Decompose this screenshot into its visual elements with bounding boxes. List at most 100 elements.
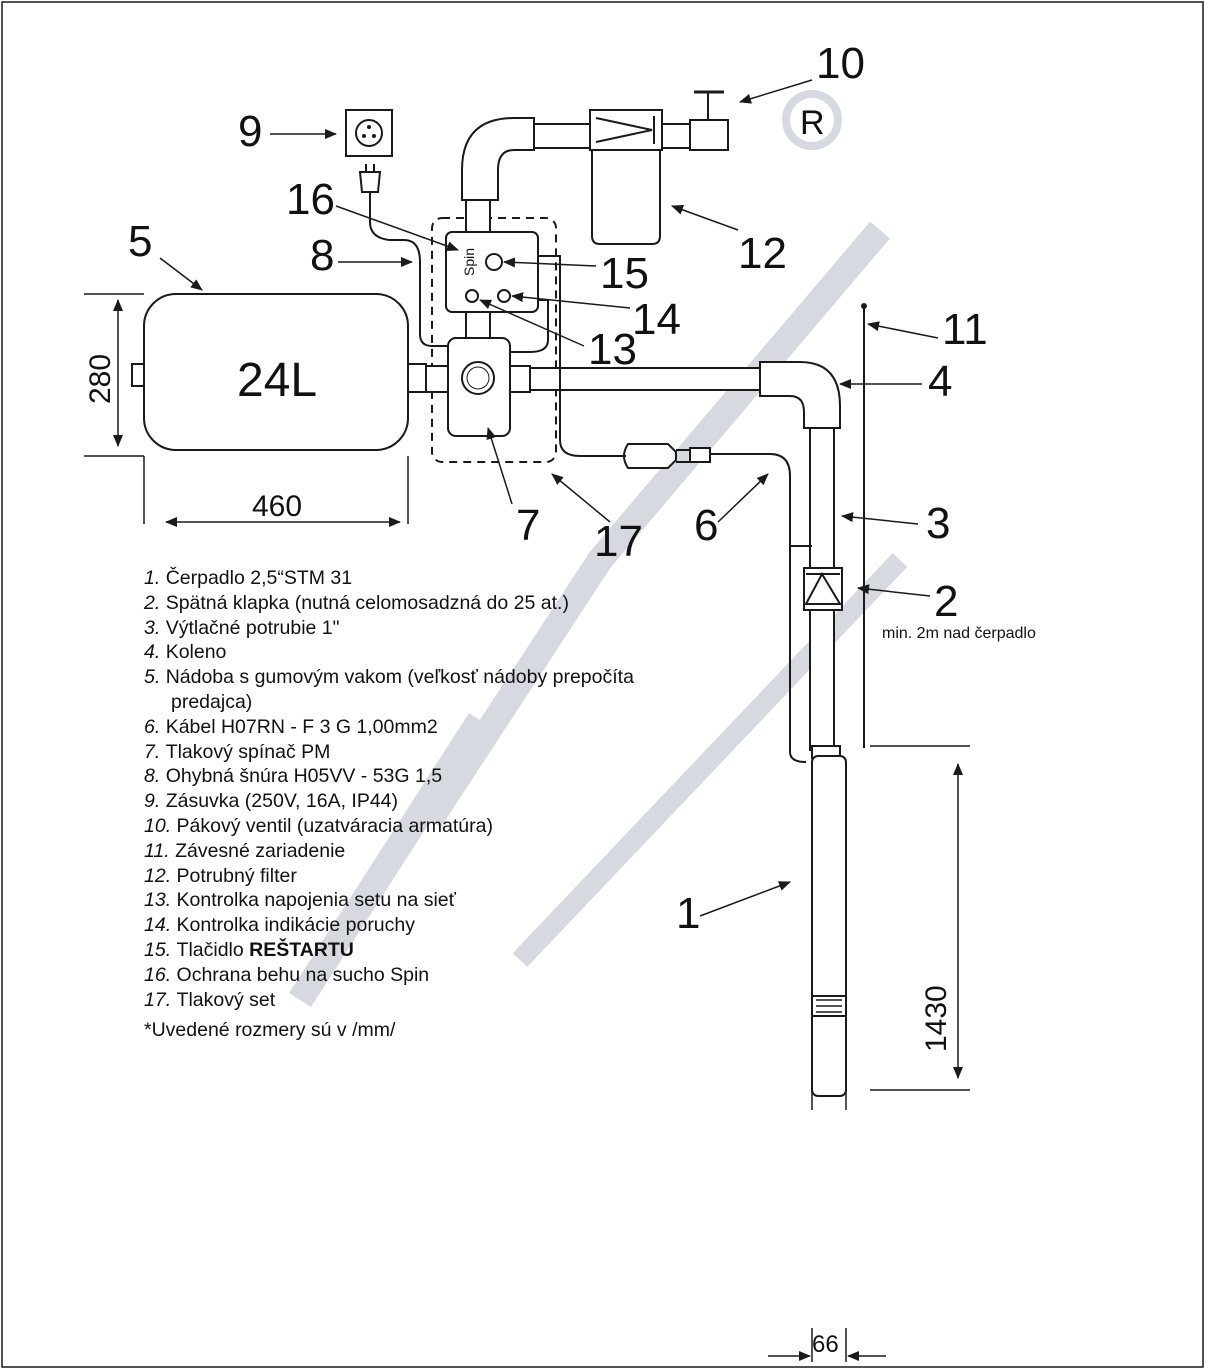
flexible-cord: [369, 192, 448, 347]
check-valve-note: min. 2m nad čerpadlo: [882, 625, 1036, 642]
restart-button-icon: [485, 253, 503, 271]
legend-item: 3. Výtlačné potrubie 1": [144, 616, 744, 641]
pump-plug: [623, 443, 711, 469]
watermark-logo: R: [289, 90, 908, 1008]
legend-item-text: Zásuvka (250V, 16A, IP44): [165, 790, 399, 813]
callout-15: 15: [600, 249, 649, 298]
legend-item-number: 6.: [144, 715, 166, 738]
callout-2: 2: [934, 577, 958, 626]
legend-item: 6. Kábel H07RN - F 3 G 1,00mm2: [144, 715, 744, 740]
legend-item-text: Pákový ventil (uzatváracia armatúra): [176, 814, 493, 837]
legend-item-number: 11.: [144, 839, 176, 862]
pump-length-value: 1430: [920, 985, 953, 1052]
legend-item: 8. Ohybná šnúra H05VV - 53G 1,5: [144, 764, 744, 789]
mains-plug: [358, 164, 382, 193]
legend-item-text: Čerpadlo 2,5“STM 31: [165, 567, 353, 589]
legend-item: 14. Kontrolka indikácie poruchy: [144, 913, 744, 938]
legend-item-number: 16.: [144, 963, 177, 986]
socket: [345, 109, 393, 157]
legend-item-number: 10.: [144, 814, 177, 837]
discharge-pipe-horizontal: [529, 361, 841, 429]
spin-cable: [538, 255, 626, 457]
legend-item-number: 15.: [144, 938, 177, 961]
legend-item: 12. Potrubný filter: [144, 864, 744, 889]
hanging-device: [861, 303, 867, 748]
legend-item-number: 1.: [144, 567, 166, 589]
legend-item-number: 14.: [144, 914, 177, 937]
legend-item-number: 12.: [144, 864, 177, 887]
callout-6: 6: [694, 501, 718, 550]
legend-item-number: 8.: [144, 765, 166, 788]
legend-item-number: 17.: [144, 988, 177, 1011]
legend-item: 1. Čerpadlo 2,5“STM 31: [144, 566, 744, 591]
legend-item-text: Kontrolka napojenia setu na sieť: [176, 889, 456, 912]
callout-12: 12: [738, 229, 787, 278]
dimension-pump-length: [870, 745, 970, 1091]
legend-item-number: 13.: [144, 889, 177, 912]
legend-item-number: 5.: [144, 666, 166, 689]
legend-item: 11. Závesné zariadenie: [144, 839, 744, 864]
dimension-tank-width: [143, 456, 409, 527]
callout-16: 16: [286, 175, 335, 224]
legend-item-text: Tlakový spínač PM: [165, 740, 331, 763]
svg-text:R: R: [800, 104, 825, 142]
legend-item-text: Kábel H07RN - F 3 G 1,00mm2: [165, 715, 438, 738]
legend-item-text: Tlakový set: [176, 988, 276, 1011]
callout-10: 10: [816, 39, 865, 88]
lever-valve: [689, 90, 729, 151]
legend-item: 9. Zásuvka (250V, 16A, IP44): [144, 789, 744, 814]
fault-indicator-icon: [497, 289, 511, 303]
callout-7: 7: [516, 501, 540, 550]
submersible-pump: [811, 745, 847, 1097]
legend-item-text: Ochrana behu na sucho Spin: [176, 963, 430, 986]
legend-item-text: Kontrolka indikácie poruchy: [176, 914, 415, 937]
legend-item-text: Výtlačné potrubie 1": [165, 616, 340, 639]
callout-1: 1: [676, 889, 700, 938]
legend-item: 4. Koleno: [144, 640, 744, 665]
legend-item-continuation: predajca): [171, 690, 253, 713]
legend-item: 2. Spätná klapka (nutná celomosadzná do …: [144, 591, 744, 616]
callout-9: 9: [238, 107, 262, 156]
legend-item-bold: REŠTARTU: [249, 938, 354, 961]
power-indicator-icon: [465, 289, 479, 303]
switch-cable: [510, 299, 549, 353]
legend-item: 17. Tlakový set: [144, 988, 744, 1013]
legend-item: 10. Pákový ventil (uzatváracia armatúra): [144, 814, 744, 839]
spin-controller: [445, 199, 539, 339]
dimension-pump-diameter: [768, 1088, 886, 1362]
pipe-filter: [589, 109, 691, 245]
legend-item-number: 3.: [144, 616, 166, 639]
pump-cable: [710, 453, 812, 763]
legend-item-number: 7.: [144, 740, 166, 763]
legend-item: 13. Kontrolka napojenia setu na sieť: [144, 888, 744, 913]
legend-item-text: Koleno: [165, 641, 227, 664]
legend-item-text: Tlačidlo REŠTARTU: [176, 938, 354, 961]
callout-3: 3: [926, 499, 950, 548]
legend-item-text: Ohybná šnúra H05VV - 53G 1,5: [165, 765, 443, 788]
callout-17: 17: [594, 517, 643, 566]
legend-item-text: Závesné zariadenie: [175, 839, 346, 862]
outlet-elbow-pipe: [461, 117, 591, 201]
tank-height-value: 280: [84, 354, 117, 404]
legend-item-number: 9.: [144, 790, 166, 813]
callout-11: 11: [942, 305, 988, 354]
tank-capacity-label: 24L: [237, 354, 317, 407]
legend-footnote: *Uvedené rozmery sú v /mm/: [144, 1019, 396, 1042]
dimension-tank-height: [84, 293, 144, 457]
check-valve: [803, 567, 843, 611]
tank-width-value: 460: [252, 490, 302, 523]
discharge-pipe-vertical: [809, 427, 835, 751]
legend-item-text: Spätná klapka (nutná celomosadzná do 25 …: [165, 591, 569, 614]
pressure-switch: [425, 337, 531, 437]
legend-item: 5. Nádoba s gumovým vakom (veľkosť nádob…: [144, 665, 744, 690]
legend-item: 7. Tlakový spínač PM: [144, 740, 744, 765]
legend-item: 16. Ochrana behu na sucho Spin: [144, 963, 744, 988]
legend-item-text: Nádoba s gumovým vakom (veľkosť nádoby p…: [165, 666, 634, 689]
legend-item: 15. Tlačidlo REŠTARTU: [144, 938, 744, 963]
legend-item-number: 2.: [144, 591, 166, 614]
spin-label: Spin: [461, 248, 477, 276]
callout-5: 5: [128, 217, 152, 266]
legend-item-text: Potrubný filter: [176, 864, 297, 887]
